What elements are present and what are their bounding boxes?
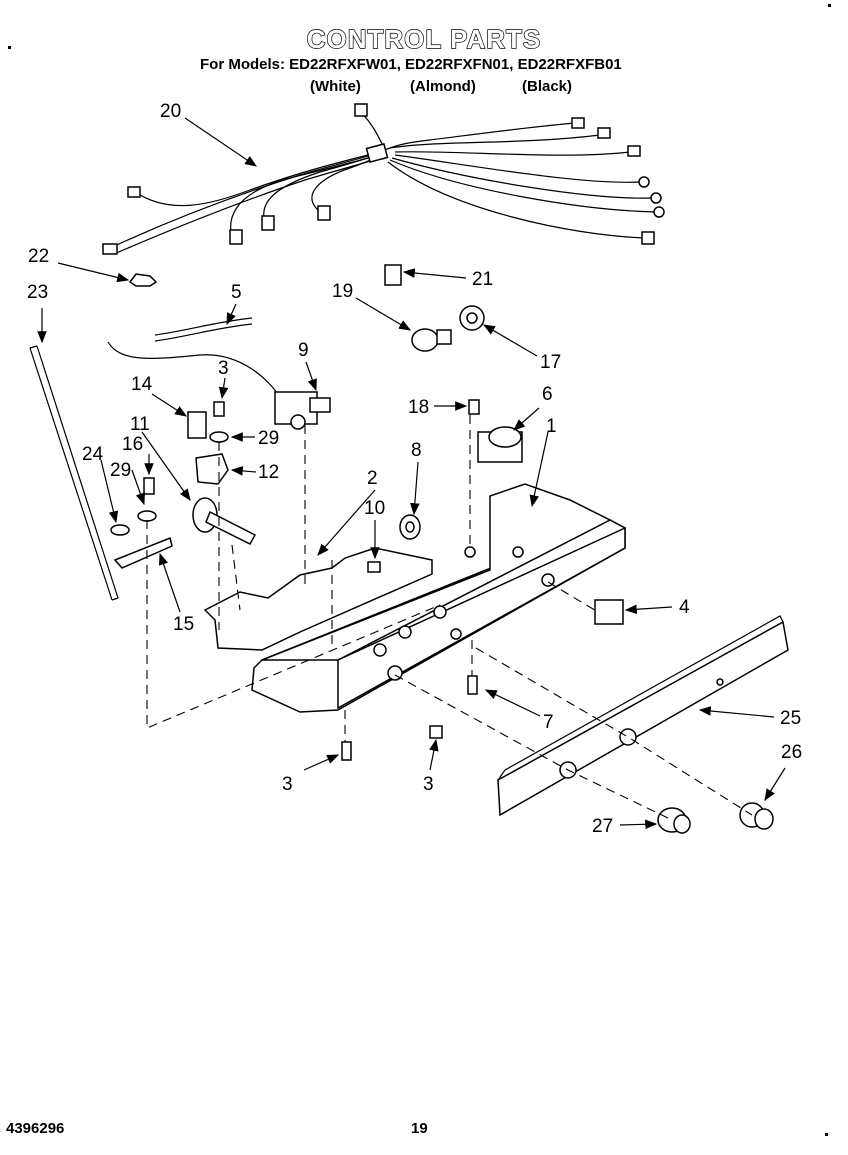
screw-7: [467, 675, 478, 695]
registration-marks: [8, 4, 831, 1136]
screw-3-lower-left: [341, 741, 352, 761]
switch-4: [594, 599, 624, 625]
callout-27: 27: [592, 816, 613, 837]
variant-black: (Black): [522, 78, 573, 95]
callout-7: 7: [543, 712, 554, 733]
callout-4: 4: [679, 597, 690, 618]
knob-27: [657, 807, 691, 834]
callout-9: 9: [298, 340, 309, 361]
callout-6: 6: [542, 384, 553, 405]
screw-10: [367, 561, 381, 573]
callout-1: 1: [546, 416, 557, 437]
callout-23: 23: [27, 282, 48, 303]
callout-3-left: 3: [282, 774, 293, 795]
washer-24: [110, 524, 130, 536]
clamp-12: [195, 453, 229, 485]
bracket-14: [187, 411, 207, 439]
bracket-15: [113, 536, 173, 569]
callout-3-right: 3: [423, 774, 434, 795]
callout-24: 24: [82, 444, 104, 465]
bracket-21: [384, 264, 402, 286]
callout-29-left: 29: [110, 460, 131, 481]
control-housing-1: [251, 483, 626, 713]
defrost-timer-6: [477, 426, 523, 463]
wire-harness-drawing: [102, 103, 665, 255]
callout-19: 19: [332, 281, 353, 302]
callout-20: 20: [160, 101, 181, 122]
callout-16: 16: [122, 434, 143, 455]
callout-8: 8: [411, 440, 422, 461]
callout-15: 15: [173, 614, 194, 635]
callout-3-top: 3: [218, 358, 229, 379]
light-bulb-19: [411, 328, 452, 352]
callout-26: 26: [781, 742, 802, 763]
tube-5: [107, 317, 281, 399]
models-line: For Models: ED22RFXFW01, ED22RFXFN01, ED…: [200, 56, 622, 73]
callout-10: 10: [364, 498, 385, 519]
callout-2: 2: [367, 468, 378, 489]
callout-25: 25: [780, 708, 801, 729]
rod-23: [29, 345, 119, 601]
washer-29-upper: [209, 431, 229, 443]
variant-almond: (Almond): [410, 78, 476, 95]
alignment-lines: [146, 415, 753, 819]
callout-18: 18: [408, 397, 429, 418]
callout-12: 12: [258, 462, 279, 483]
callout-21: 21: [472, 269, 493, 290]
screw-3-lower-right: [429, 725, 443, 739]
callout-29-top: 29: [258, 428, 279, 449]
light-socket-17: [459, 305, 485, 331]
document-number: 4396296: [6, 1120, 65, 1137]
grommet-8: [399, 514, 421, 540]
clip-22: [128, 273, 158, 287]
screw-3-upper: [213, 401, 225, 417]
page-title: CONTROL PARTS: [306, 23, 542, 54]
bracket-plate-2: [203, 547, 433, 651]
callout-5: 5: [231, 282, 242, 303]
page-number: 19: [411, 1120, 428, 1137]
shaft-11: [192, 497, 257, 545]
knob-26: [739, 802, 774, 830]
screw-18: [468, 399, 480, 415]
callout-14: 14: [131, 374, 153, 395]
leader-lines: [37, 117, 786, 830]
callout-17: 17: [540, 352, 561, 373]
screw-16: [143, 477, 155, 495]
callout-11: 11: [130, 414, 150, 435]
thermostat-9: [274, 391, 331, 430]
callout-22: 22: [28, 246, 49, 267]
control-panel-25: [497, 615, 789, 817]
washer-29-lower: [137, 510, 157, 522]
variant-white: (White): [310, 78, 361, 95]
